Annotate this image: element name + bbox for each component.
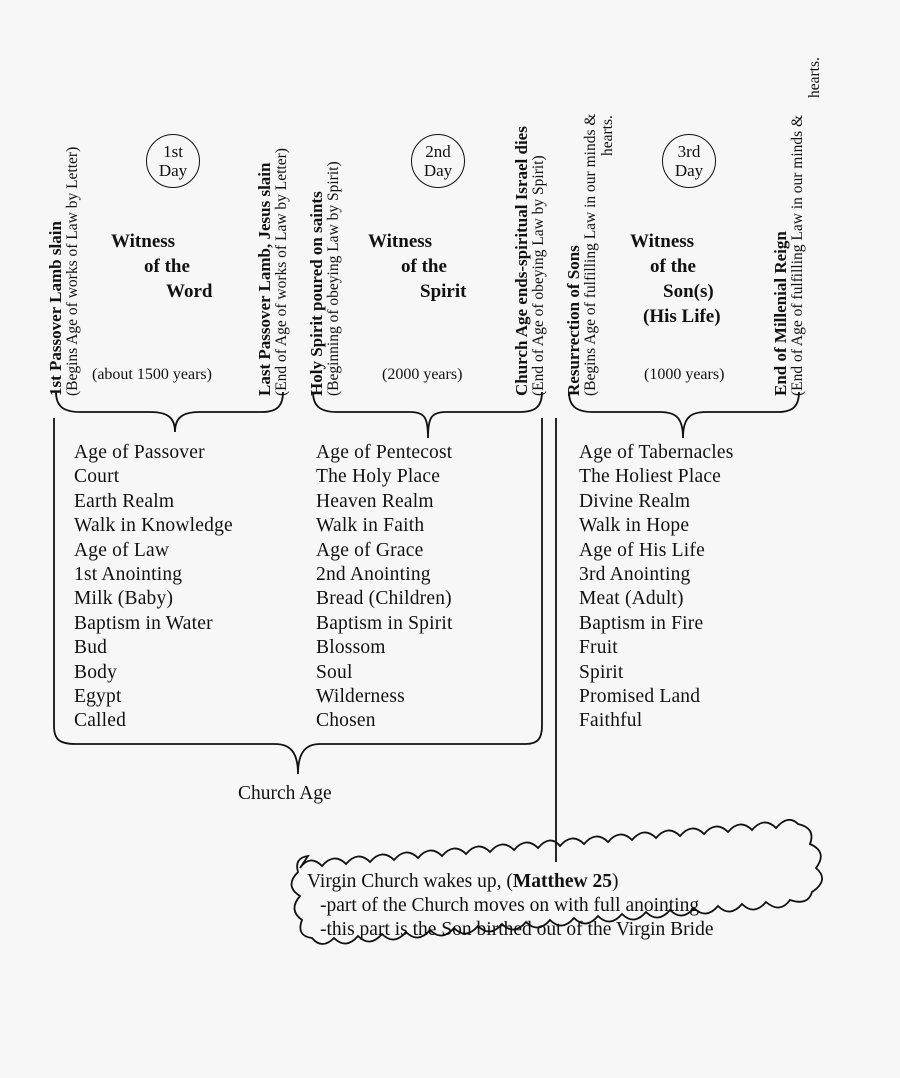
witness-line: Son(s)	[663, 281, 714, 302]
list-item: Walk in Knowledge	[74, 515, 233, 537]
list-item: Age of Passover	[74, 442, 205, 463]
list-item: Divine Realm	[579, 490, 691, 512]
witness-line: of the	[401, 256, 447, 277]
list-item: Soul	[316, 661, 353, 683]
list-item: Walk in Hope	[579, 515, 690, 537]
marker-sub: (Begins Age of fulfilling Law in our min…	[582, 113, 599, 396]
marker-1st-passover-lamb-slain: 1st Passover Lamb slain (Begins Age of w…	[46, 146, 81, 396]
marker-church-age-ends: Church Age ends-spiritual Israel dies (E…	[512, 126, 547, 396]
list-item: Body	[74, 661, 118, 683]
list-item: Earth Realm	[74, 490, 175, 512]
church-age-label: Church Age	[238, 783, 332, 804]
list-item: Promised Land	[579, 686, 701, 708]
list-item: Egypt	[74, 686, 122, 708]
list-item: Milk (Baby)	[74, 588, 174, 610]
witness-line: (His Life)	[643, 306, 721, 327]
marker-sub-continued: hearts.	[806, 57, 823, 98]
cloud-line-3: -this part is the Son birthed out of the…	[320, 919, 714, 940]
list-item: 3rd Anointing	[579, 564, 691, 586]
marker-main: End of Millenial Reign	[771, 231, 790, 396]
day-label: Day	[423, 161, 453, 180]
scripture-reference: Matthew 25	[512, 871, 613, 892]
years-day1: (about 1500 years)	[92, 366, 212, 383]
list-item: Age of Grace	[316, 539, 424, 561]
list-item: The Holiest Place	[579, 466, 722, 488]
list-item: Faithful	[579, 710, 643, 732]
list-item: 2nd Anointing	[316, 564, 431, 586]
list-item: Called	[74, 710, 127, 732]
witness-line: Witness	[111, 231, 176, 252]
witness-line: Witness	[368, 231, 433, 252]
list-item: Age of Pentecost	[316, 442, 453, 463]
witness-line: Witness	[630, 231, 695, 252]
list-day2: Age of Pentecost The Holy Place Heaven R…	[316, 441, 453, 734]
brace-day2	[312, 391, 543, 439]
marker-end-of-millenial-reign: End of Millenial Reign (End of Age of fu…	[771, 57, 823, 396]
marker-sub: (End of Age of obeying Law by Spirit)	[530, 155, 547, 396]
day-number: 2nd	[425, 142, 451, 161]
day-number: 1st	[163, 142, 183, 161]
list-item: Age of Law	[74, 539, 170, 561]
marker-holy-spirit-poured: Holy Spirit poured on saints (Beginning …	[307, 161, 342, 396]
church-age-bracket	[53, 418, 543, 775]
list-item: Fruit	[579, 637, 618, 659]
cloud-shape	[290, 818, 823, 945]
marker-sub-continued: hearts.	[599, 115, 616, 156]
marker-main: Last Passover Lamb, Jesus slain	[255, 162, 274, 396]
list-day1: Age of Passover Court Earth Realm Walk i…	[74, 441, 233, 734]
list-item: Meat (Adult)	[579, 588, 684, 610]
years-day3: (1000 years)	[644, 366, 725, 383]
list-day3: Age of Tabernacles The Holiest Place Div…	[579, 441, 734, 734]
marker-main: Holy Spirit poured on saints	[307, 191, 326, 396]
marker-main: 1st Passover Lamb slain	[46, 221, 65, 396]
list-item: The Holy Place	[316, 466, 441, 488]
witness-line: of the	[144, 256, 190, 277]
list-item: Spirit	[579, 661, 624, 683]
marker-sub: (Beginning of obeying Law by Spirit)	[325, 161, 342, 396]
marker-sub: (End of Age of works of Law by Letter)	[273, 148, 290, 396]
years-day2: (2000 years)	[382, 366, 463, 383]
list-item: Bread (Children)	[316, 588, 452, 610]
cloud-line-2: -part of the Church moves on with full a…	[320, 895, 700, 916]
cloud-callout: Virgin Church wakes up, (Matthew 25) -pa…	[307, 870, 714, 942]
list-item: Age of His Life	[579, 539, 705, 561]
marker-sub: (End of Age of fulfilling Law in our min…	[789, 114, 806, 396]
brace-day3	[568, 391, 800, 439]
list-item: Baptism in Fire	[579, 612, 704, 634]
day-label: Day	[158, 161, 188, 180]
witness-line: Word	[166, 281, 213, 302]
day-circle-2: 2nd Day	[411, 134, 465, 188]
witness-title-day3: Witness of the Son(s) (His Life)	[630, 229, 721, 329]
list-item: Bud	[74, 637, 108, 659]
witness-title-day1: Witness of the Word	[111, 229, 212, 304]
list-item: Walk in Faith	[316, 515, 425, 537]
witness-line: Spirit	[420, 281, 467, 302]
witness-line: of the	[650, 256, 696, 277]
marker-sub: (Begins Age of works of Law by Letter)	[64, 146, 81, 396]
list-item: Baptism in Spirit	[316, 612, 453, 634]
list-item: 1st Anointing	[74, 564, 183, 586]
list-item: Court	[74, 466, 120, 488]
list-item: Age of Tabernacles	[579, 442, 734, 463]
marker-last-passover-lamb: Last Passover Lamb, Jesus slain (End of …	[255, 148, 290, 396]
marker-resurrection-of-sons: Resurrection of Sons (Begins Age of fulf…	[564, 113, 616, 396]
marker-main: Church Age ends-spiritual Israel dies	[512, 126, 531, 396]
list-item: Chosen	[316, 710, 376, 732]
cloud-line-1: Virgin Church wakes up, (Matthew 25)	[307, 870, 714, 894]
day-label: Day	[674, 161, 704, 180]
witness-title-day2: Witness of the Spirit	[368, 229, 466, 304]
marker-main: Resurrection of Sons	[564, 245, 583, 396]
list-item: Heaven Realm	[316, 490, 434, 512]
list-item: Baptism in Water	[74, 612, 213, 634]
cloud-line-1-suffix: )	[612, 871, 619, 892]
list-item: Wilderness	[316, 686, 405, 708]
day-number: 3rd	[677, 142, 701, 161]
brace-day1	[55, 391, 284, 433]
day-circle-1: 1st Day	[146, 134, 200, 188]
list-item: Blossom	[316, 637, 386, 659]
cloud-line-1-prefix: Virgin Church wakes up, (	[307, 871, 513, 892]
day-circle-3: 3rd Day	[662, 134, 716, 188]
